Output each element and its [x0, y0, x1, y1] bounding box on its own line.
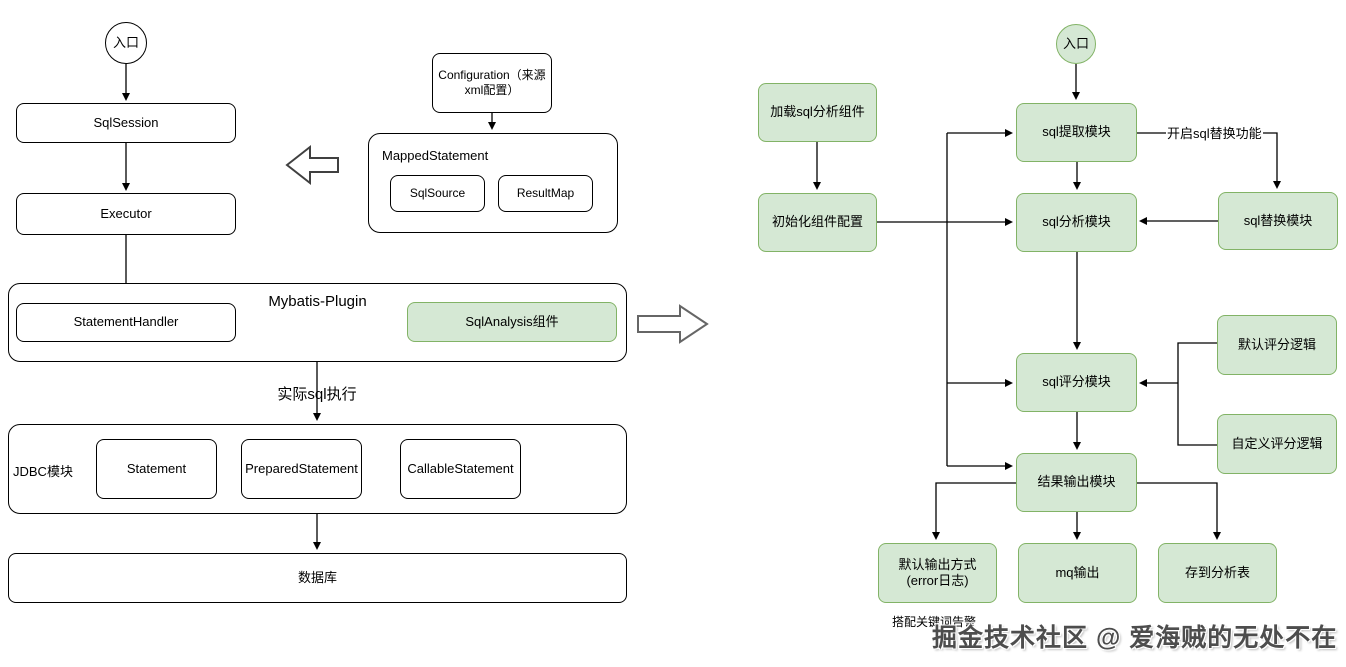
- node-mq-output-label: mq输出: [1055, 564, 1100, 580]
- node-default-score-label: 默认评分逻辑: [1237, 336, 1316, 352]
- node-prepared-statement-label: PreparedStatement: [245, 460, 358, 476]
- node-statement: Statement: [96, 439, 217, 499]
- edge-output-to-table: [1137, 482, 1221, 540]
- node-default-score-logic: 默认评分逻辑: [1217, 315, 1337, 375]
- block-arrow-right-icon: [637, 304, 709, 344]
- node-configuration-line2: xml配置）: [464, 83, 520, 97]
- node-default-output: 默认输出方式 (error日志): [878, 543, 997, 603]
- node-result-map: ResultMap: [498, 175, 593, 212]
- node-sql-score-module: sql评分模块: [1016, 353, 1137, 412]
- edge-output-to-default-output: [932, 482, 1016, 540]
- node-load-sql-component: 加载sql分析组件: [758, 83, 877, 142]
- node-sql-replace-label: sql替换模块: [1243, 212, 1313, 228]
- node-sql-score-label: sql评分模块: [1042, 374, 1111, 390]
- node-sqlanalysis-label: SqlAnalysis组件: [465, 313, 559, 329]
- node-executor: Executor: [16, 193, 236, 235]
- node-sql-analyze-module: sql分析模块: [1016, 193, 1137, 252]
- keyword-alert-label: 搭配关键词告警: [892, 615, 977, 629]
- node-save-to-analysis-table: 存到分析表: [1158, 543, 1277, 603]
- node-sql-source-label: SqlSource: [409, 186, 466, 200]
- node-load-sql-component-label: 加载sql分析组件: [770, 104, 865, 120]
- node-result-output-module: 结果输出模块: [1016, 453, 1137, 512]
- node-callable-statement: CallableStatement: [400, 439, 521, 499]
- enable-sql-replace-label: 开启sql替换功能: [1166, 123, 1263, 142]
- node-sql-extract-module: sql提取模块: [1016, 103, 1137, 162]
- watermark-text: 掘金技术社区 @ 爱海贼的无处不在: [932, 624, 1338, 652]
- node-configuration-line1: Configuration（来源: [438, 68, 546, 82]
- node-custom-score-logic: 自定义评分逻辑: [1217, 414, 1337, 474]
- node-entry-left: 入口: [105, 22, 147, 64]
- mapped-statement-label: MappedStatement: [382, 148, 489, 163]
- node-configuration: Configuration（来源 xml配置）: [432, 53, 552, 113]
- node-entry-right-label: 入口: [1062, 35, 1089, 51]
- node-statement-handler: StatementHandler: [16, 303, 236, 342]
- node-default-output-line2: (error日志): [906, 573, 969, 588]
- node-sql-source: SqlSource: [390, 175, 485, 212]
- node-result-map-label: ResultMap: [516, 186, 575, 200]
- block-arrow-left-icon: [285, 144, 339, 186]
- node-callable-statement-label: CallableStatement: [407, 460, 514, 476]
- node-sqlanalysis-component: SqlAnalysis组件: [407, 302, 617, 342]
- node-database-label: 数据库: [297, 569, 337, 585]
- node-init-component-config: 初始化组件配置: [758, 193, 877, 252]
- node-result-output-label: 结果输出模块: [1037, 474, 1116, 490]
- node-init-component-config-label: 初始化组件配置: [771, 214, 863, 230]
- node-sqlsession: SqlSession: [16, 103, 236, 143]
- edge-score-logic-bracket: [1177, 342, 1217, 446]
- node-prepared-statement: PreparedStatement: [241, 439, 362, 499]
- node-entry-right: 入口: [1056, 24, 1096, 64]
- node-executor-label: Executor: [100, 205, 152, 221]
- jdbc-module-label: JDBC模块: [13, 464, 73, 479]
- node-entry-left-label: 入口: [112, 34, 139, 50]
- node-sql-extract-label: sql提取模块: [1042, 124, 1111, 140]
- node-sql-analyze-label: sql分析模块: [1042, 214, 1111, 230]
- actual-sql-exec-label: 实际sql执行: [277, 386, 357, 403]
- node-default-output-line1: 默认输出方式: [898, 556, 977, 572]
- node-statement-label: Statement: [126, 460, 187, 476]
- node-database: 数据库: [8, 553, 627, 603]
- node-custom-score-label: 自定义评分逻辑: [1231, 435, 1323, 451]
- node-sql-replace-module: sql替换模块: [1218, 192, 1338, 250]
- node-save-table-label: 存到分析表: [1184, 564, 1250, 580]
- node-statement-handler-label: StatementHandler: [73, 314, 179, 330]
- mybatis-plugin-title: Mybatis-Plugin: [268, 293, 367, 310]
- node-mq-output: mq输出: [1018, 543, 1137, 603]
- node-sqlsession-label: SqlSession: [93, 114, 159, 130]
